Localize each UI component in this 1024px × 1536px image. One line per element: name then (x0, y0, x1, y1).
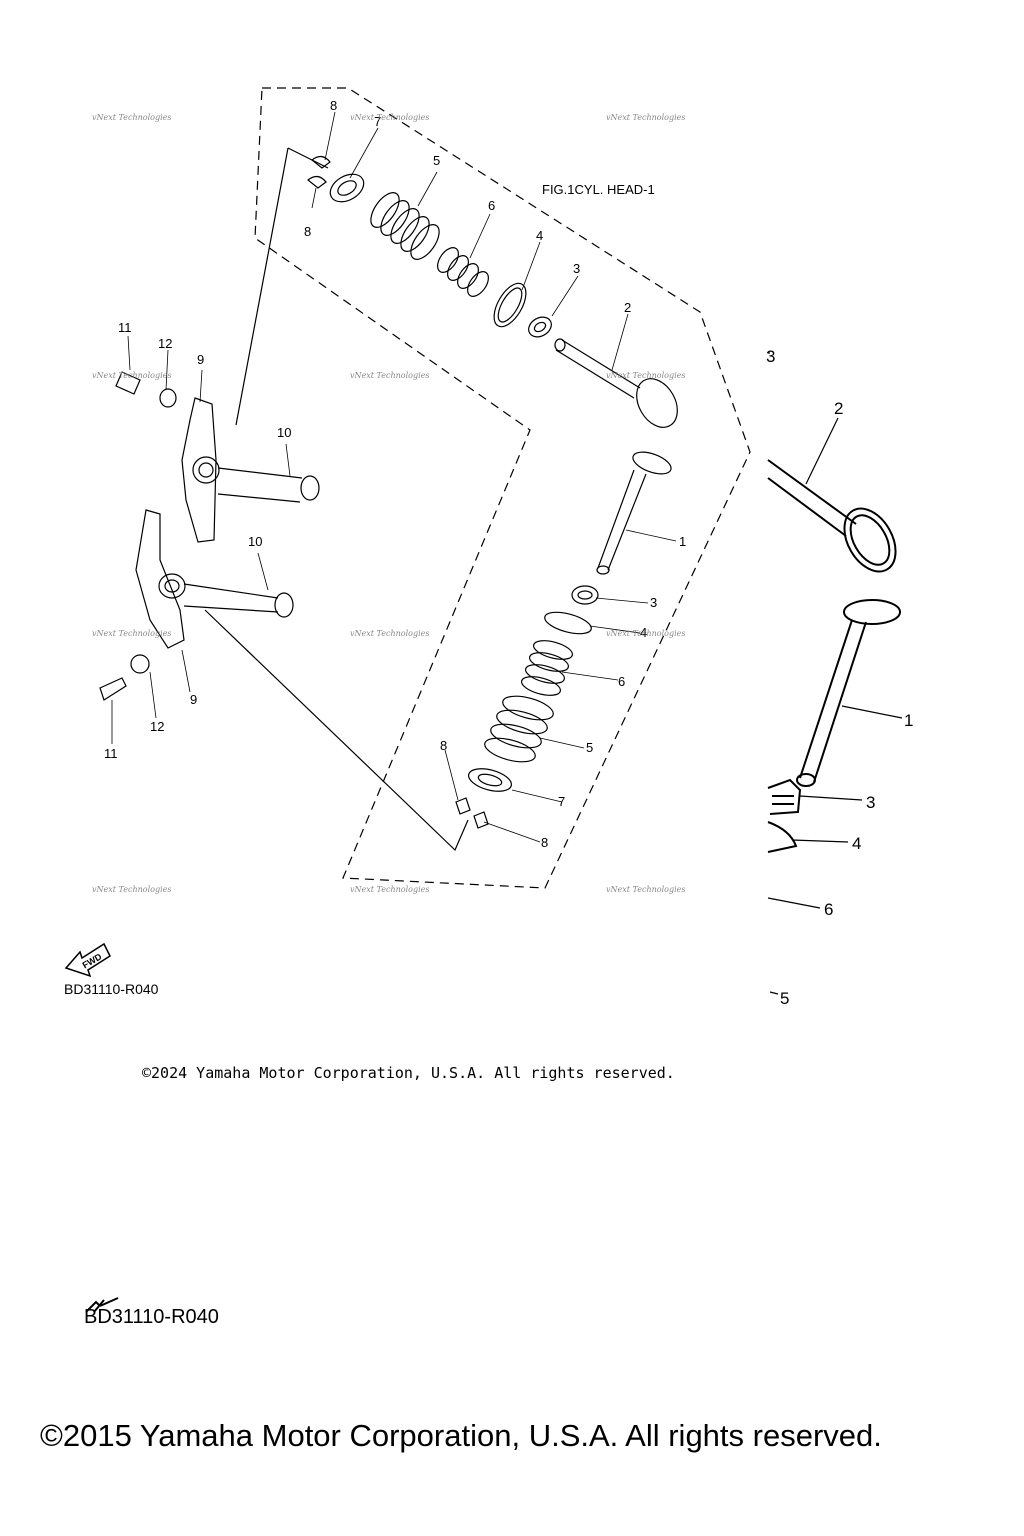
spring-seat-center (544, 611, 592, 635)
outer-spring-top (370, 192, 440, 260)
watermark: vNext Technologies (350, 371, 429, 380)
leader-line-top (235, 147, 329, 426)
callout-6-large: 6 (824, 900, 833, 919)
callout-7-top: 7 (374, 114, 381, 129)
copyright-inset: ©2024 Yamaha Motor Corporation, U.S.A. A… (142, 1064, 675, 1082)
spring-seat-top (493, 282, 527, 328)
callout-3-top: 3 (573, 261, 580, 276)
callout-4-large: 4 (852, 834, 861, 853)
callout-3-large-top: 3 (766, 347, 775, 366)
valve-seal-center (571, 585, 599, 605)
callout-9-upper: 9 (197, 352, 204, 367)
watermark: vNext Technologies (350, 113, 429, 122)
leader-line-bottom (204, 609, 469, 852)
inner-spring-center (520, 640, 574, 696)
callout-12-upper: 12 (158, 336, 172, 351)
cotter-top (307, 155, 331, 189)
callout-2-top: 2 (624, 300, 631, 315)
inner-spring-top (437, 247, 489, 297)
callout-4-top: 4 (536, 228, 543, 243)
fwd-arrow-icon: FWD (64, 942, 111, 978)
callout-12-lower: 12 (150, 719, 164, 734)
callout-11-lower: 11 (104, 746, 118, 761)
rocker-arm-upper (181, 397, 320, 543)
adjuster-lower (99, 654, 150, 701)
spring-seat-large (767, 821, 798, 853)
watermark: vNext Technologies (350, 629, 429, 638)
callout-8-center-b: 8 (541, 835, 548, 850)
callout-3-center: 3 (650, 595, 657, 610)
callout-7-center: 7 (558, 794, 565, 809)
callout-6-center: 6 (618, 674, 625, 689)
main-callout-leaders (767, 352, 903, 995)
exhaust-valve-large (767, 459, 897, 573)
watermark: vNext Technologies (92, 113, 171, 122)
watermark: vNext Technologies (92, 885, 171, 894)
callout-leaders (111, 111, 677, 843)
fig-label: FIG.1CYL. HEAD-1 (542, 182, 655, 197)
callout-8-top-b: 8 (304, 224, 311, 239)
callout-5-top: 5 (433, 153, 440, 168)
watermark: vNext Technologies (606, 113, 685, 122)
fwd-arrow-icon-large (85, 1297, 119, 1313)
callout-3-large: 3 (866, 793, 875, 812)
watermark: vNext Technologies (606, 885, 685, 894)
valve-seal-top (528, 316, 552, 338)
cotter-center (455, 797, 489, 829)
watermark: vNext Technologies (606, 371, 685, 380)
fig-boundary-dashed (254, 87, 751, 889)
inset-diagram (99, 87, 751, 889)
callout-8-center-a: 8 (440, 738, 447, 753)
callout-1-large: 1 (904, 711, 913, 730)
watermark: vNext Technologies (92, 371, 171, 380)
callout-4-center: 4 (640, 625, 647, 640)
watermarks: vNext Technologies vNext Technologies vN… (92, 113, 685, 894)
callout-8-top: 8 (330, 98, 337, 113)
main-diagram (767, 352, 903, 995)
callout-2-large: 2 (834, 399, 843, 418)
part-code-small: BD31110-R040 (64, 981, 159, 997)
callout-10-upper: 10 (277, 425, 291, 440)
watermark: vNext Technologies (606, 629, 685, 638)
rocker-arm-lower (135, 509, 294, 649)
valve-seal-large (767, 778, 802, 815)
callout-10-lower: 10 (248, 534, 262, 549)
adjuster-upper (115, 371, 177, 408)
spring-retainer-top (329, 173, 365, 203)
callout-1-center: 1 (679, 534, 686, 549)
callout-5-large: 5 (780, 989, 789, 1008)
outer-spring-center (484, 695, 554, 763)
part-code-large: BD31110-R040 (84, 1306, 219, 1328)
watermark: vNext Technologies (92, 629, 171, 638)
callout-11-upper: 11 (118, 320, 132, 335)
watermark: vNext Technologies (350, 885, 429, 894)
exhaust-valve-top (554, 338, 678, 428)
copyright-main: ©2015 Yamaha Motor Corporation, U.S.A. A… (40, 1418, 882, 1453)
intake-valve-center (596, 451, 672, 575)
spring-retainer-center (467, 768, 513, 792)
callout-5-center: 5 (586, 740, 593, 755)
callout-9-lower: 9 (190, 692, 197, 707)
intake-valve-large (796, 599, 901, 787)
callout-6-top: 6 (488, 198, 495, 213)
